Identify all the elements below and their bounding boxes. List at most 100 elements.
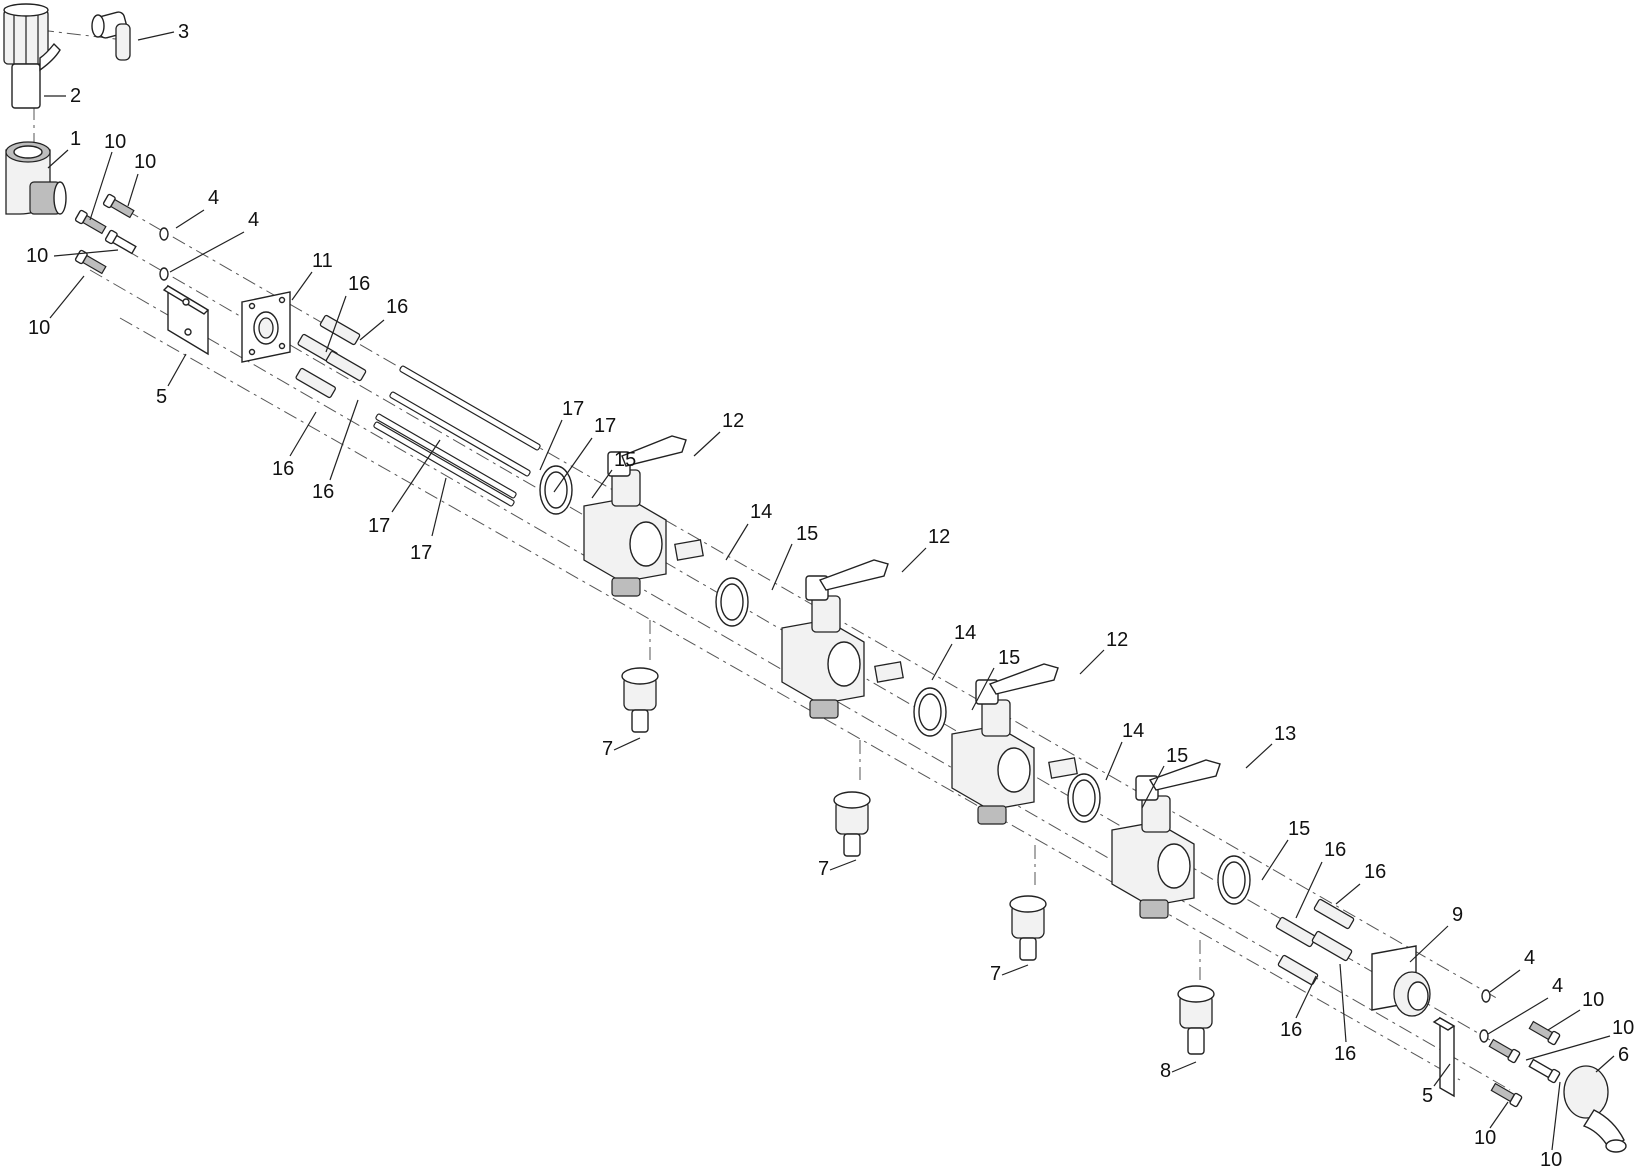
callout-number-c16g: 16	[1280, 1019, 1302, 1041]
callout-leader-c10e	[1547, 1009, 1581, 1031]
callout-leader-c17c	[391, 439, 441, 513]
callout-leader-c8	[1171, 1061, 1197, 1073]
nozzle-part-7-a	[621, 667, 659, 733]
callout-leader-c10g	[1489, 1101, 1509, 1129]
callout-number-c17d: 17	[410, 542, 432, 564]
callout-labels: 1234444556777891010101010101010111212121…	[26, 21, 1634, 1171]
callout-number-c16f: 16	[1364, 861, 1386, 883]
callout-leader-c4d	[1487, 997, 1549, 1035]
callout-number-c8: 8	[1160, 1060, 1171, 1082]
spacers-part-16-right	[1275, 898, 1355, 986]
callout-leader-c10d	[49, 275, 85, 319]
callout-number-c12c: 12	[1106, 629, 1128, 651]
callout-leader-c4c	[1489, 969, 1521, 993]
callout-number-c7b: 7	[818, 858, 829, 880]
callout-leader-c4b	[169, 231, 245, 273]
callout-number-c10c: 10	[26, 245, 48, 267]
callout-number-c15a: 15	[614, 449, 636, 471]
callout-number-c4d: 4	[1552, 975, 1563, 997]
adapter-knob-part-2	[3, 3, 61, 109]
callout-number-c4a: 4	[208, 187, 219, 209]
callout-leader-c14a	[725, 523, 749, 561]
callout-leader-c12a	[693, 431, 721, 457]
callout-leader-c5a	[167, 353, 187, 387]
callout-leader-c12c	[1079, 649, 1105, 675]
callout-number-c10f: 10	[1612, 1017, 1634, 1039]
callout-number-c5b: 5	[1422, 1085, 1433, 1107]
callout-leader-c17d	[431, 477, 447, 537]
callout-number-c16d: 16	[312, 481, 334, 503]
callout-number-c10h: 10	[1540, 1149, 1562, 1171]
callout-leader-c10h	[1551, 1081, 1561, 1151]
callout-leader-c9	[1409, 925, 1449, 963]
callout-number-c3: 3	[178, 21, 189, 43]
callout-number-c17a: 17	[562, 398, 584, 420]
callout-leader-c3	[137, 31, 175, 41]
callout-number-c13: 13	[1274, 723, 1296, 745]
callout-number-c7c: 7	[990, 963, 1001, 985]
elbow-part-1	[5, 141, 67, 215]
callout-leader-c10f	[1525, 1035, 1611, 1061]
callout-leader-c10b	[127, 173, 139, 207]
washers-part-4-right	[1479, 989, 1491, 1043]
nozzle-part-7-c	[1009, 895, 1047, 961]
callout-leader-c7c	[1001, 964, 1029, 976]
callout-number-c12b: 12	[928, 526, 950, 548]
callout-leader-c12b	[901, 547, 927, 573]
valve-body-3	[913, 663, 1078, 825]
callout-leader-c6	[1595, 1055, 1615, 1073]
callout-leader-c16c	[289, 411, 317, 457]
callout-leader-c16g	[1295, 975, 1317, 1019]
callout-number-c16c: 16	[272, 458, 294, 480]
callout-leader-c16d	[329, 399, 359, 481]
callout-number-c16e: 16	[1324, 839, 1346, 861]
callout-number-c14c: 14	[1122, 720, 1144, 742]
bracket-part-5-right	[1432, 1016, 1456, 1098]
callout-number-c15b: 15	[796, 523, 818, 545]
callout-leader-c5b	[1433, 1063, 1451, 1087]
flange-part-11	[241, 291, 291, 363]
callout-leader-c15d	[1141, 765, 1165, 809]
callout-number-c10g: 10	[1474, 1127, 1496, 1149]
valve-body-4-part-13	[1067, 759, 1251, 919]
washers-part-4-left	[159, 227, 169, 281]
callout-leader-c16f	[1335, 883, 1361, 905]
spacers-part-16-left	[295, 314, 367, 399]
callout-leader-c15b	[771, 543, 793, 591]
callout-number-c9: 9	[1452, 904, 1463, 926]
callout-leader-c15c	[971, 667, 995, 711]
rods-part-17	[373, 365, 541, 507]
callout-leader-c16e	[1295, 861, 1323, 919]
callout-leader-c10a	[89, 151, 113, 221]
callout-leader-c16h	[1339, 963, 1347, 1043]
callout-leader-c14c	[1105, 741, 1123, 781]
callout-number-c7a: 7	[602, 738, 613, 760]
callout-number-c17c: 17	[368, 515, 390, 537]
callout-leader-c1	[47, 149, 69, 169]
callout-leader-c7b	[829, 859, 857, 871]
callout-number-c16b: 16	[386, 296, 408, 318]
callout-number-c11: 11	[312, 250, 333, 272]
elbow-fitting-part-3	[91, 11, 131, 61]
screws-part-10-left	[74, 193, 137, 275]
callout-number-c5a: 5	[156, 386, 167, 408]
callout-leader-c17a	[539, 419, 563, 471]
callout-leader-c17b	[553, 437, 593, 493]
elbow-part-6	[1563, 1065, 1627, 1153]
callout-leader-c15e	[1261, 839, 1289, 881]
callout-number-c16h: 16	[1334, 1043, 1356, 1065]
callout-leader-c16b	[359, 319, 385, 341]
callout-leader-c10c	[53, 249, 119, 257]
callout-number-c10d: 10	[28, 317, 50, 339]
callout-number-c16a: 16	[348, 273, 370, 295]
callout-number-c6: 6	[1618, 1044, 1629, 1066]
callout-number-c2: 2	[70, 85, 81, 107]
callout-number-c1: 1	[70, 128, 81, 150]
bracket-part-5-left	[162, 284, 210, 356]
screws-part-10-right	[1488, 1020, 1561, 1108]
callout-number-c15d: 15	[1166, 745, 1188, 767]
callout-number-c12a: 12	[722, 410, 744, 432]
callout-leader-c7a	[613, 737, 641, 751]
callout-number-c17b: 17	[594, 415, 616, 437]
